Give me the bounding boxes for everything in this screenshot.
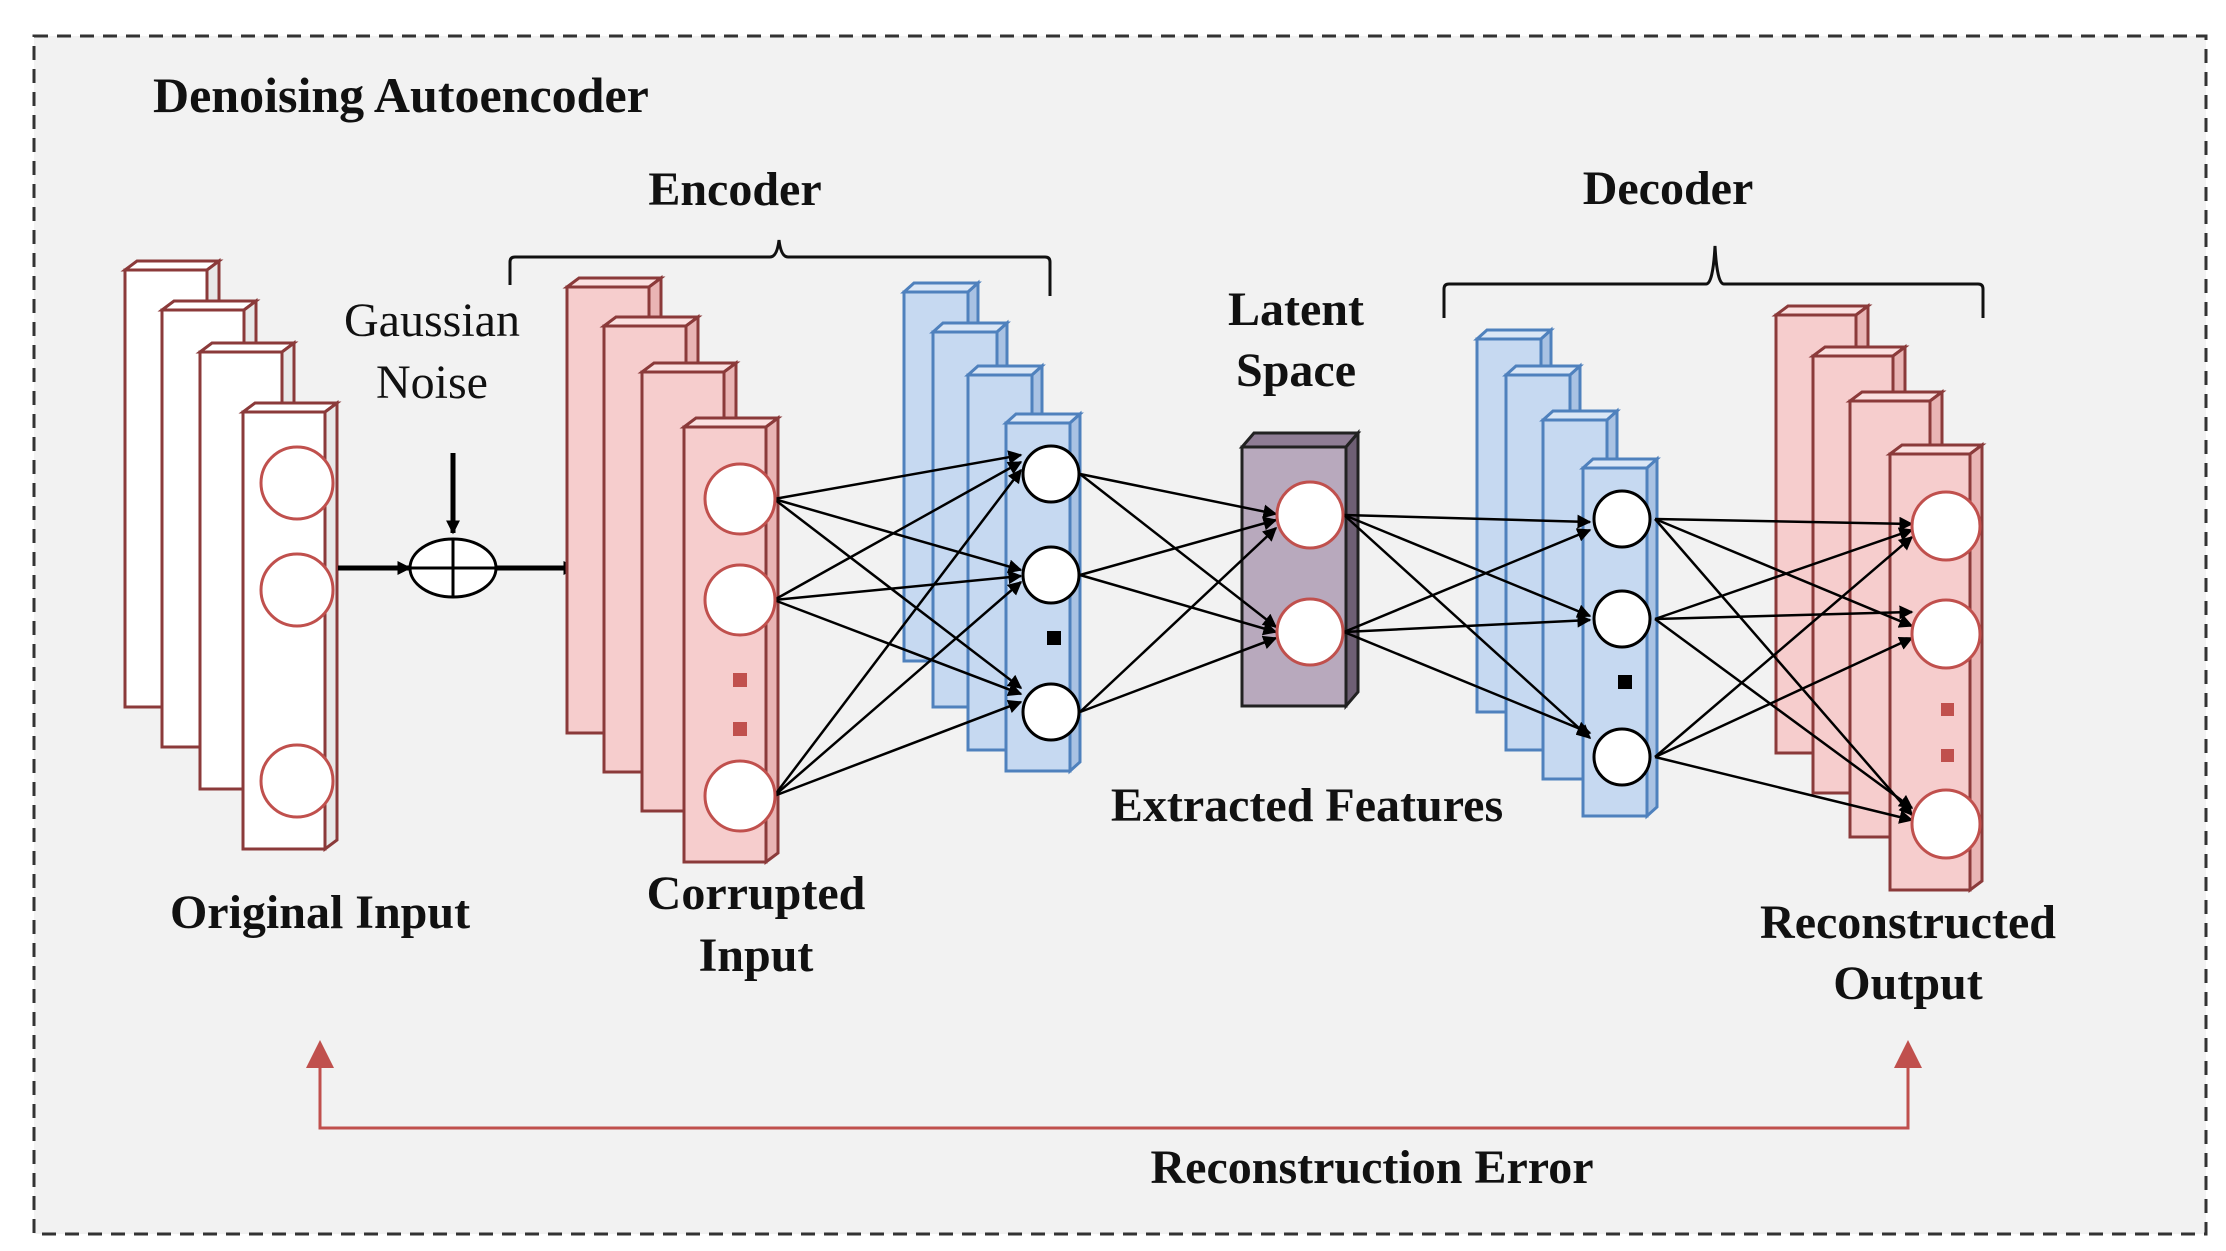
latent-neuron [1275, 597, 1345, 667]
extracted-features-label: Extracted Features [1111, 779, 1503, 832]
output-neuron [1910, 490, 1982, 562]
corrupted-input-label-line1: Corrupted [647, 867, 866, 920]
original-neuron [259, 445, 335, 521]
original-input-stack [120, 258, 342, 852]
error-arrowhead-right [1894, 1040, 1922, 1068]
encoder-neuron [1021, 444, 1081, 504]
latent-space-label-line2: Space [1236, 344, 1356, 397]
latent-space-label-line1: Latent [1228, 283, 1364, 336]
output-neuron [1910, 788, 1982, 860]
encoder-neuron [1021, 682, 1081, 742]
decoder-label: Decoder [1583, 162, 1754, 215]
reconstructed-output-label-line2: Output [1833, 957, 1982, 1010]
ellipsis-dot [1618, 675, 1632, 689]
original-neuron [259, 552, 335, 628]
latent-space-block [1238, 428, 1362, 711]
ellipsis-dot [733, 722, 747, 736]
ellipsis-dot [733, 673, 747, 687]
reconstructed-output-stack [1771, 303, 1987, 893]
encoder-brace [508, 239, 1052, 296]
original-neuron [259, 743, 335, 819]
connections-latent-to-decoder [1343, 513, 1592, 739]
gaussian-noise-label-line2: Noise [376, 356, 488, 409]
ellipsis-dot [1941, 749, 1954, 762]
decoder-brace [1442, 245, 1985, 318]
encoder-neuron [1021, 545, 1081, 605]
ellipsis-dot [1047, 631, 1061, 645]
original-input-label: Original Input [170, 886, 470, 939]
corrupted-input-label-line2: Input [699, 929, 814, 982]
decoder-neuron [1592, 589, 1652, 649]
connections-encoder-to-latent [1079, 472, 1278, 714]
gaussian-noise-label-line1: Gaussian [344, 294, 520, 347]
output-neuron [1910, 598, 1982, 670]
connections-corrupted-to-encoder [773, 450, 1023, 798]
reconstructed-output-label-line1: Reconstructed [1760, 896, 2056, 949]
corrupted-neuron [703, 759, 777, 833]
reconstruction-error-label: Reconstruction Error [1150, 1141, 1593, 1194]
diagram-title: Denoising Autoencoder [153, 67, 649, 123]
connections-decoder-to-output [1654, 516, 1914, 824]
decoder-neuron [1592, 727, 1652, 787]
ellipsis-dot [1941, 703, 1954, 716]
decoder-neuron [1592, 489, 1652, 549]
error-arrowhead-left [306, 1040, 334, 1068]
corrupted-neuron [703, 563, 777, 637]
encoder-label: Encoder [648, 163, 821, 216]
corrupted-neuron [703, 462, 777, 536]
reconstruction-error-arrow [306, 1040, 1922, 1130]
latent-neuron [1275, 480, 1345, 550]
